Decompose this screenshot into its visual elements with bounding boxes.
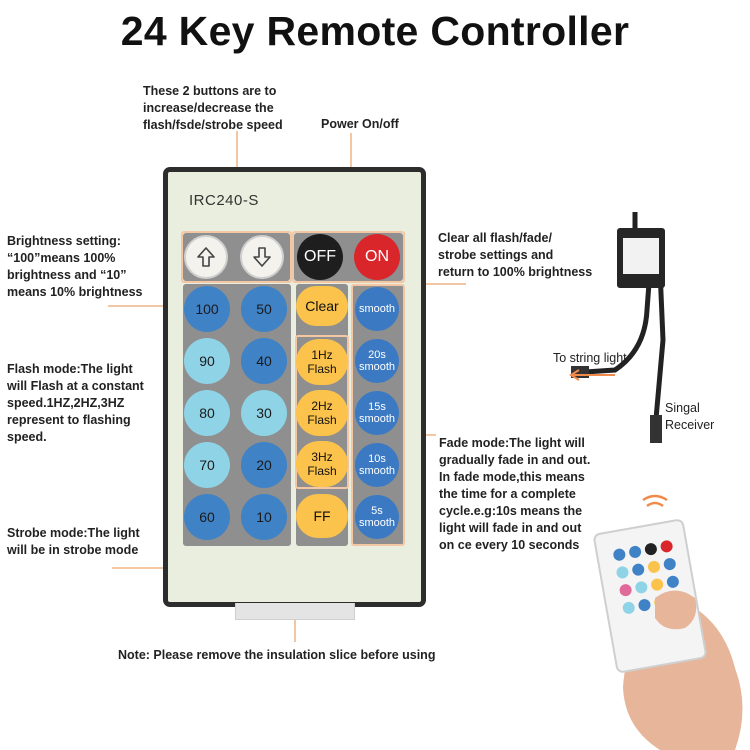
clear-annotation: Clear all flash/fade/ strobe settings an… [438,231,593,279]
brightness-40-button[interactable]: 40 [241,338,287,384]
insulation-note: Note: Please remove the insulation slice… [118,648,436,662]
smooth-button[interactable]: smooth [355,287,399,331]
brightness-70-button[interactable]: 70 [184,442,230,488]
power-buttons-outline [292,231,405,283]
speed-annotation: These 2 buttons are to increase/decrease… [143,84,283,132]
brightness-annotation: Brightness setting: “100”means 100% brig… [7,234,143,299]
power-on-button[interactable]: ON [354,234,400,280]
flash-annotation: Flash mode:The light will Flash at a con… [7,362,144,444]
smooth-5s-button[interactable]: 5s smooth [355,495,399,539]
insulation-tab [235,603,355,620]
power-annotation: Power On/off [321,117,399,131]
receiver-cable [584,212,666,443]
hand-holding-remote-image [593,494,743,750]
thumb-shape [655,590,697,630]
brightness-90-button[interactable]: 90 [184,338,230,384]
fade-annotation: Fade mode:The light will gradually fade … [439,436,591,552]
brightness-100-button[interactable]: 100 [184,286,230,332]
power-off-button[interactable]: OFF [297,234,343,280]
brightness-60-button[interactable]: 60 [184,494,230,540]
strobe-annotation: Strobe mode:The light will be in strobe … [7,526,140,557]
brightness-connector [108,305,184,307]
remote-model-label: IRC240-S [189,192,259,209]
smooth-10s-button[interactable]: 10s smooth [355,443,399,487]
receiver-label-plate [623,238,659,274]
speed-down-button[interactable] [240,235,284,279]
down-arrow-icon [253,247,271,267]
page-title: 24 Key Remote Controller [120,8,630,54]
note-connector [294,612,296,642]
to-string-light-arrow [569,369,615,381]
brightness-30-button[interactable]: 30 [241,390,287,436]
speed-up-button[interactable] [184,235,228,279]
to-string-light-label: To string light [553,351,627,365]
smooth-15s-button[interactable]: 15s smooth [355,391,399,435]
fade-buttons-outline [351,284,405,546]
clear-button[interactable]: Clear [296,286,348,326]
flash-2hz-button[interactable]: 2Hz Flash [296,390,348,436]
signal-receiver-image [569,212,666,443]
strobe-ff-button[interactable]: FF [296,494,348,538]
flash-1hz-button[interactable]: 1Hz Flash [296,339,348,385]
receiver-label: Singal Receiver [665,401,715,432]
brightness-80-button[interactable]: 80 [184,390,230,436]
brightness-10-button[interactable]: 10 [241,494,287,540]
up-arrow-icon [197,247,215,267]
ir-signal-icon [642,494,668,508]
flash-3hz-button[interactable]: 3Hz Flash [296,441,348,487]
smooth-20s-button[interactable]: 20s smooth [355,339,399,383]
brightness-50-button[interactable]: 50 [241,286,287,332]
brightness-20-button[interactable]: 20 [241,442,287,488]
speed-buttons-outline [181,231,292,283]
